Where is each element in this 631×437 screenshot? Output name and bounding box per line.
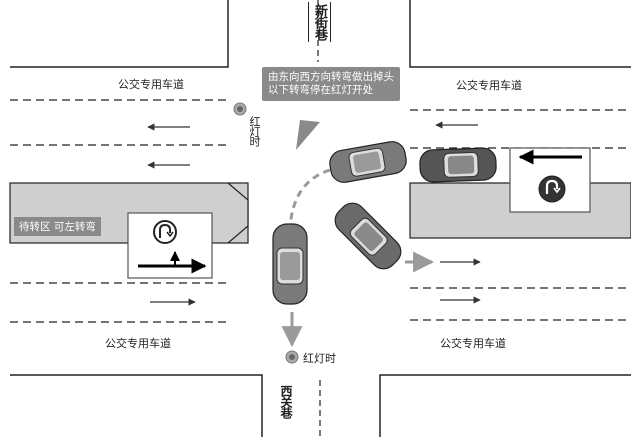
traffic-light-south-icon	[285, 350, 299, 364]
car-uturning	[329, 141, 407, 183]
bus-lane-sw-label: 公交专用车道	[105, 337, 171, 350]
road-edge-nw	[10, 0, 229, 68]
uturn-path	[288, 168, 331, 231]
uturn-sign-right	[538, 175, 566, 203]
red-light-west-label: 红灯时	[248, 116, 261, 146]
traffic-light-west-icon	[233, 102, 247, 116]
explanation-callout: 由东向西方向转弯做出掉头以下转弯停在红灯开处	[262, 67, 400, 101]
bus-lane-ne-label: 公交专用车道	[456, 79, 522, 92]
red-light-south-label: 红灯时	[303, 352, 336, 365]
car-southbound	[272, 223, 308, 305]
bus-lane-se-label: 公交专用车道	[440, 337, 506, 350]
road-edge-sw	[10, 374, 263, 437]
north-street-label: 新街巷	[308, 2, 331, 42]
car-east-waiting	[419, 147, 497, 183]
bus-lane-nw-label: 公交专用车道	[118, 78, 184, 91]
south-street-label: 西关巷	[279, 385, 293, 418]
waiting-zone-note: 待转区 可左转弯	[14, 217, 101, 236]
callout-text: 由东向西方向转弯做出掉头以下转弯停在红灯开处	[268, 71, 394, 96]
road-edge-ne	[409, 0, 631, 68]
road-edge-se	[379, 374, 631, 437]
car-diagonal	[334, 202, 402, 270]
